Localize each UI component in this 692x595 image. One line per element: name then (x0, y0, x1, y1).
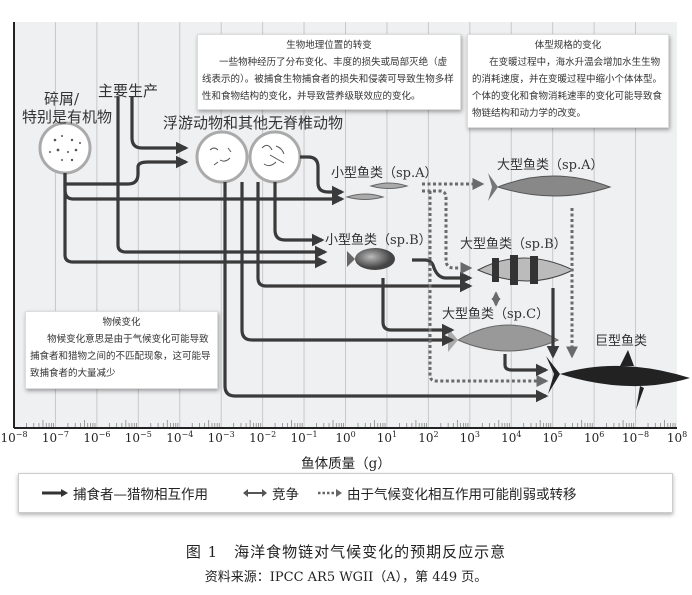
x-tick-label: 10−7 (41, 430, 69, 445)
zooplankton-circle-icon (195, 130, 249, 184)
x-axis-label: 鱼体质量（g） (301, 456, 391, 472)
label-large-fish-a: 大型鱼类（sp.A） (497, 158, 604, 173)
x-tick-label: 108 (666, 430, 688, 445)
x-tick-label: 10−8 (0, 430, 28, 445)
body-size-body: 在变暖过程中，海水升温会增加水生生物的消耗速度，并在变暖过程中缩小个体体型。个体… (472, 57, 663, 119)
label-primary-production: 主要生产 (98, 82, 159, 100)
label-small-fish-a: 小型鱼类（sp.A） (331, 166, 438, 181)
legend-competition-label: 竞争 (272, 487, 299, 503)
x-tick-label: 105 (542, 430, 563, 445)
invertebrates-circle-icon (248, 130, 302, 184)
label-large-fish-b: 大型鱼类（sp.B） (460, 237, 567, 252)
arrow-large-c-to-giant (503, 354, 549, 377)
x-tick-label: 10−2 (249, 430, 277, 445)
arrow-plankton-to-small-a (300, 155, 345, 199)
arrow-detritus-to-small-b (63, 173, 328, 269)
phenology-change-box: 物候变化 物候变化意思是由于气候变化可能导致捕食者和猎物之间的不匹配现象，这可能… (25, 311, 218, 389)
x-tick-label: 10−3 (207, 430, 235, 445)
body-size-title: 体型规格的变化 (534, 40, 602, 51)
body-size-change-box: 体型规格的变化 在变暖过程中，海水升温会增加水生生物的消耗速度，并在变暖过程中缩… (467, 34, 669, 128)
figure-caption: 图 1 海洋食物链对气候变化的预期反应示意 (185, 543, 507, 561)
x-tick-label: 10−6 (83, 430, 111, 445)
x-tick-label: 100 (335, 430, 356, 445)
arrow-small-b-to-large-c (381, 278, 455, 337)
arrow-detritus-to-small-a (63, 185, 345, 206)
x-tick-label: 104 (501, 430, 522, 445)
dotted-small-a-to-large-b (422, 189, 473, 274)
label-large-fish-c: 大型鱼类（sp.C） (442, 307, 550, 322)
dotted-small-a-to-giant (428, 191, 549, 387)
double-arrow-icon (243, 489, 267, 497)
predation-arrows (63, 97, 560, 403)
arrow-plankton-to-large-b (256, 182, 473, 293)
label-organic-matter: 特别是有机物 (22, 108, 113, 126)
arrow-detritus-to-plankton (63, 155, 189, 186)
weakened-arrows (422, 178, 578, 387)
arrow-plankton-to-small-b (273, 182, 325, 247)
biogeography-shift-box: 生物地理位置的转变 一些物种经历了分布变化、丰度的损失或局部灭绝（虚线表示的）。… (197, 34, 461, 110)
legend-weakened-label: 由于气候变化相互作用可能削弱或转移 (347, 487, 577, 503)
phenology-title: 物候变化 (102, 317, 141, 328)
arrow-plankton-to-large-c (240, 182, 455, 347)
label-detritus: 碎屑/ (44, 90, 80, 108)
x-tick-label: 10−4 (166, 430, 194, 445)
dotted-arrow-icon (318, 489, 342, 497)
x-tick-label: 102 (418, 430, 439, 445)
x-tick-label: 10−5 (124, 430, 152, 445)
small-fish-a-icon (345, 182, 409, 200)
arrow-small-b-to-large-b (412, 258, 473, 285)
large-fish-a-tuna-icon (488, 173, 612, 201)
legend-predation-label: 捕食者—猎物相互作用 (73, 487, 208, 503)
biogeography-body: 一些物种经历了分布变化、丰度的损失或局部灭绝（虚线表示的）。被捕食生物捕食者的损… (202, 57, 454, 102)
legend-item-competition: 竞争 (242, 483, 299, 503)
phenology-body: 物候变化意思是由于气候变化可能导致捕食者和猎物之间的不匹配现象，这可能导致捕食者… (30, 334, 211, 379)
x-tick-label: 10−8 (622, 430, 650, 445)
giant-fish-shark-icon (546, 350, 690, 410)
x-tick-label: 106 (583, 430, 605, 445)
x-tick-label: 101 (376, 430, 398, 445)
arrow-plankton-to-giant (223, 182, 549, 403)
figure-source: 资料来源：IPCC AR5 WGII（A），第 449 页。 (204, 570, 488, 585)
x-tick-label: 103 (459, 430, 480, 445)
detritus-circle-icon (38, 121, 92, 175)
legend: 捕食者—猎物相互作用 竞争 由于气候变化相互作用可能削弱或转移 (18, 473, 673, 513)
label-small-fish-b: 小型鱼类（sp.B） (325, 233, 432, 248)
arrow-primary-to-plankton (130, 97, 189, 155)
small-fish-b-icon (347, 248, 395, 270)
label-zooplankton: 浮游动物和其他无脊椎动物 (163, 114, 344, 132)
legend-item-predation: 捕食者—猎物相互作用 (41, 483, 208, 503)
label-giant-fish: 巨型鱼类 (595, 334, 648, 349)
arrow-primary-to-small-b (116, 97, 328, 259)
legend-item-weakened: 由于气候变化相互作用可能削弱或转移 (317, 483, 577, 503)
biogeography-title: 生物地理位置的转变 (286, 40, 372, 51)
x-tick-label: 10−1 (290, 430, 318, 445)
solid-arrow-icon (42, 489, 68, 497)
